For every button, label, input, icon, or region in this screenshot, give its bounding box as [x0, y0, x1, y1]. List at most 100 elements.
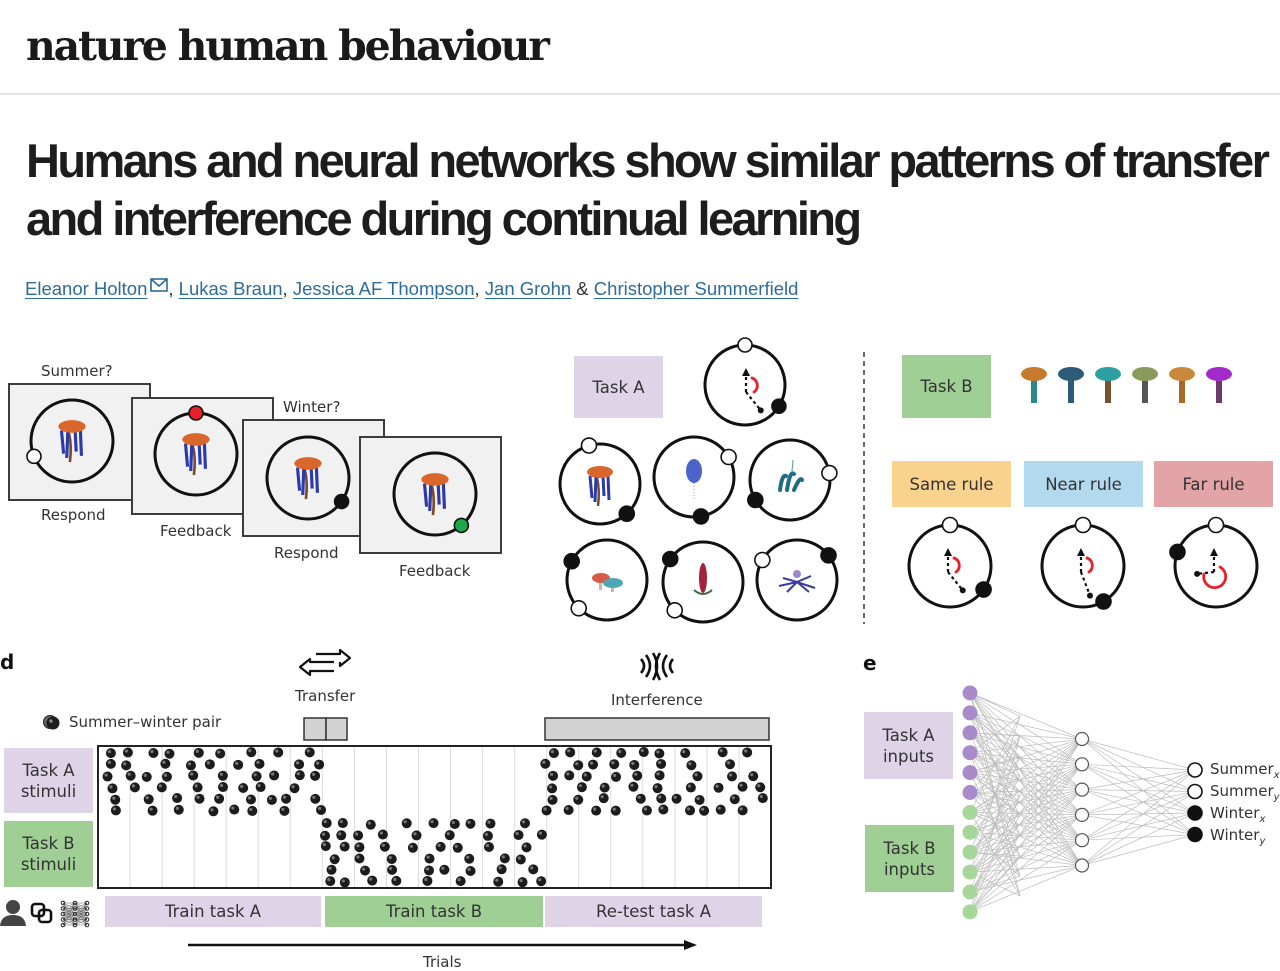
stimulus-stem — [1031, 377, 1037, 403]
network-edge — [969, 715, 1021, 753]
transfer-label: Transfer — [295, 687, 356, 705]
header-divider — [0, 93, 1280, 95]
input-label-line: Task B — [883, 838, 936, 858]
trial-stimulus-highlight — [379, 831, 383, 835]
summer-marker — [570, 599, 588, 617]
network-edge — [969, 814, 1083, 913]
summer-marker — [941, 516, 959, 534]
trial-stimulus-highlight — [124, 749, 129, 753]
stimulus-leaves — [693, 589, 713, 595]
stimulus-tendrils — [59, 430, 84, 458]
response-ring — [565, 538, 649, 622]
trial-stimulus-highlight — [306, 749, 310, 753]
trial-stimulus-highlight — [210, 808, 214, 812]
response-ring — [755, 538, 839, 622]
trial-stimulus-highlight — [757, 784, 761, 788]
row-label-line: Task B — [22, 834, 75, 853]
network-edge — [1081, 763, 1196, 792]
rule-arrowhead — [757, 407, 764, 414]
trial-stimulus-highlight — [656, 772, 660, 776]
network-edge — [1081, 738, 1196, 814]
network-icon-edge — [74, 913, 88, 926]
input-unit — [962, 884, 978, 900]
trial-stimulus-highlight — [673, 795, 677, 799]
trial-stimulus-highlight — [686, 807, 691, 811]
author-separator: , — [282, 278, 293, 299]
author-separator: , — [168, 278, 179, 299]
task-b-stimulus — [1021, 367, 1047, 403]
network-edge — [969, 712, 1083, 765]
stimulus-cap — [294, 457, 322, 470]
output-label: Summery — [1210, 782, 1280, 803]
network-edge — [1081, 763, 1196, 814]
input-unit — [962, 785, 978, 800]
stimulus-image — [182, 433, 210, 476]
trial-stimulus-highlight — [424, 877, 428, 882]
network-edge — [969, 715, 1021, 873]
network-edge — [1081, 789, 1196, 814]
trial-stimulus-highlight — [123, 762, 127, 766]
stimulus-stem — [1179, 377, 1185, 403]
trial-stimulus-highlight — [312, 795, 316, 799]
output-unit — [1187, 826, 1203, 843]
trial-stimulus-highlight — [728, 773, 733, 777]
trial-stimulus-highlight — [194, 784, 198, 788]
trial-stimulus-highlight — [549, 796, 553, 800]
trial-stimulus-highlight — [107, 750, 112, 754]
trial-stimulus-highlight — [515, 831, 519, 836]
task-a-stimuli-graphics — [558, 337, 839, 624]
author-separator: & — [571, 278, 594, 299]
network-edge — [1081, 764, 1196, 835]
author-link[interactable]: Lukas Braun — [178, 278, 283, 299]
winter-marker — [771, 398, 787, 414]
network-edge — [1081, 791, 1196, 866]
author-link[interactable]: Christopher Summerfield — [593, 278, 799, 299]
network-edge — [969, 789, 1083, 893]
network-edge — [1081, 834, 1196, 841]
network-edge — [1081, 791, 1196, 841]
network-icon-edge — [62, 913, 76, 926]
transfer-window-block — [325, 717, 348, 741]
author-link[interactable]: Eleanor Holton — [25, 278, 148, 299]
stimulus-tendrils — [183, 443, 208, 471]
network-edge — [969, 752, 1083, 790]
author-link[interactable]: Jan Grohn — [484, 278, 572, 299]
trial-stimulus-highlight — [634, 772, 638, 776]
network-icon-edge — [74, 902, 88, 926]
trial-stimulus-highlight — [717, 806, 721, 810]
trial-stimulus-highlight — [356, 855, 360, 859]
trial-stimulus-highlight — [256, 760, 260, 764]
trial-stimulus-highlight — [454, 844, 458, 848]
trial-stimulus-highlight — [487, 820, 491, 824]
task-b-stimulus — [1169, 367, 1195, 403]
trial-stimulus-highlight — [339, 819, 343, 824]
input-unit — [962, 725, 978, 741]
rule-same: Same rule — [892, 461, 1011, 507]
network-edge — [969, 752, 1083, 816]
output-label-base: Winter — [1210, 826, 1260, 844]
rule-angle-arc — [750, 376, 759, 394]
winter-marker — [975, 581, 992, 598]
response-ring — [558, 442, 642, 526]
trial-stimulus-highlight — [726, 761, 731, 765]
trial-stimulus-highlight — [538, 831, 542, 835]
stimulus-tendrils — [588, 475, 611, 503]
panel-divider — [863, 352, 865, 624]
trial-stimulus-highlight — [162, 760, 166, 764]
trial-stimulus-highlight — [657, 760, 662, 765]
trial-stimulus-highlight — [750, 773, 754, 777]
trial-stimulus-highlight — [112, 796, 116, 800]
network-edge — [969, 814, 1083, 873]
prompt-summer: Summer? — [41, 362, 113, 380]
mail-icon[interactable] — [150, 278, 169, 292]
network-edge — [969, 772, 1083, 790]
stimulus-image — [778, 459, 804, 492]
trial-stimulus-highlight — [381, 843, 385, 847]
stimulus-stem — [67, 432, 73, 463]
stimulus-cap — [1206, 367, 1232, 381]
trial-stimulus-highlight — [268, 796, 272, 801]
network-edge — [1081, 812, 1196, 841]
network-edge — [969, 764, 1083, 853]
author-link[interactable]: Jessica AF Thompson — [292, 278, 475, 299]
